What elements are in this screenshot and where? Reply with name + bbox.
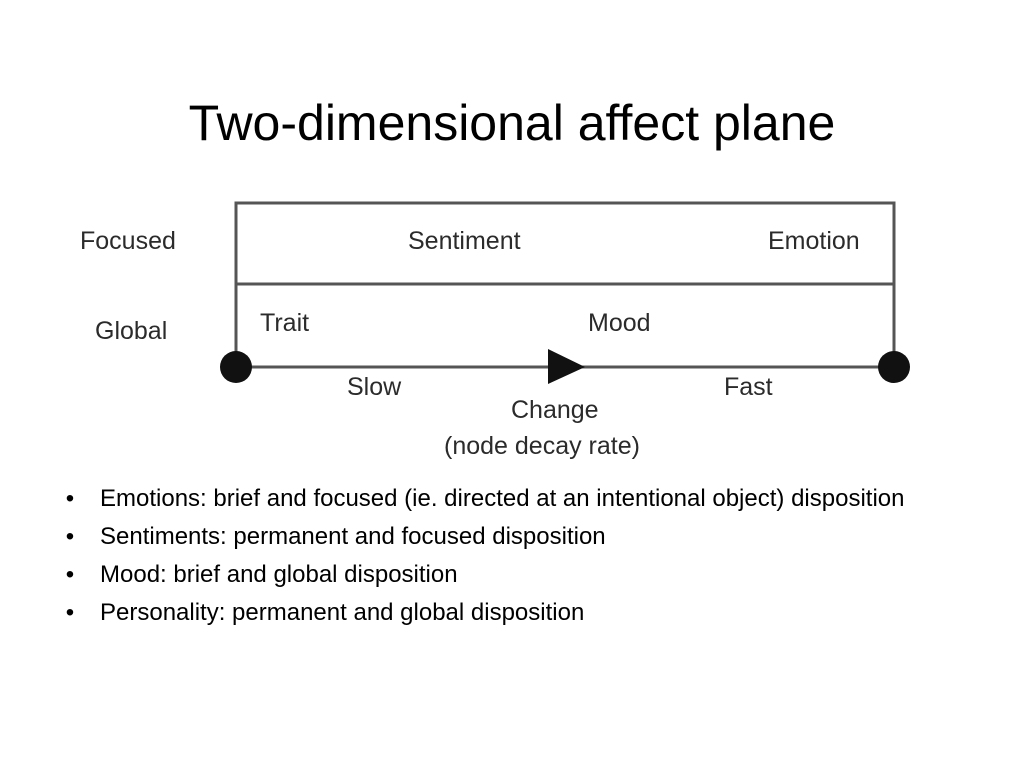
bullet-list: • Emotions: brief and focused (ie. direc… <box>60 484 960 636</box>
bullet-glyph: • <box>65 485 75 512</box>
cell-trait: Trait <box>260 309 310 337</box>
row-label-focused: Focused <box>80 227 176 255</box>
bullet-text: Personality: permanent and global dispos… <box>100 599 585 626</box>
bullet-item: • Emotions: brief and focused (ie. direc… <box>60 484 960 514</box>
slide-title: Two-dimensional affect plane <box>188 94 836 151</box>
bullet-item: • Mood: brief and global disposition <box>60 560 960 590</box>
axis-label-fast: Fast <box>724 373 773 401</box>
change-direction-arrow <box>548 349 585 384</box>
axis-label-change-sub: (node decay rate) <box>444 432 640 460</box>
bullet-glyph: • <box>65 599 75 626</box>
bullet-text: Emotions: brief and focused (ie. directe… <box>100 485 905 512</box>
bullet-text: Sentiments: permanent and focused dispos… <box>100 523 606 550</box>
affect-plane-diagram: Focused Global Sentiment Emotion Trait M… <box>80 201 910 460</box>
bullet-item: • Personality: permanent and global disp… <box>60 598 960 628</box>
focused-row-box <box>234 201 896 286</box>
bullet-text: Mood: brief and global disposition <box>100 561 458 588</box>
affect-plane-svg <box>220 201 910 384</box>
cell-emotion: Emotion <box>768 227 860 255</box>
bullet-item: • Sentiments: permanent and focused disp… <box>60 522 960 552</box>
axis-label-change: Change <box>511 396 599 424</box>
axis-label-slow: Slow <box>347 373 402 401</box>
axis-end-marker <box>878 351 910 383</box>
axis-start-marker <box>220 351 252 383</box>
cell-mood: Mood <box>588 309 651 337</box>
cell-sentiment: Sentiment <box>408 227 521 255</box>
bullet-glyph: • <box>65 523 75 550</box>
row-label-global: Global <box>95 317 168 345</box>
bullet-glyph: • <box>65 561 75 588</box>
